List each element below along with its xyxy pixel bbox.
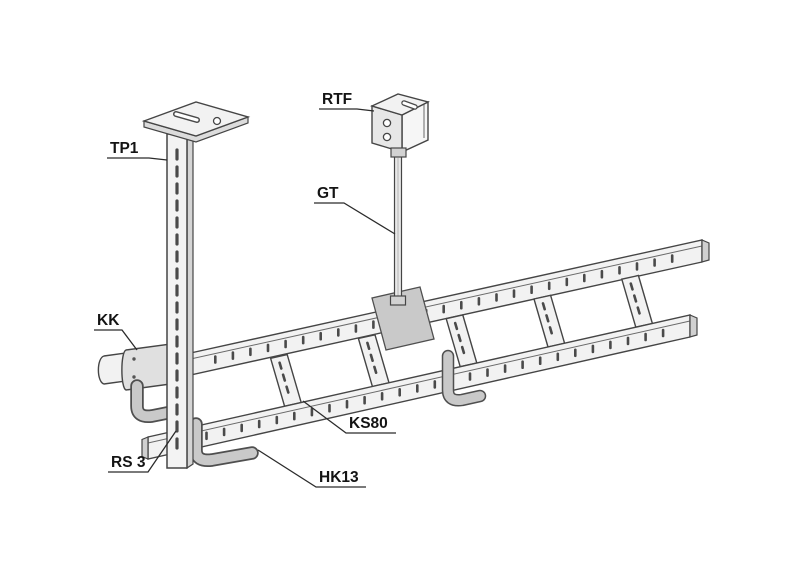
label-text: HK13 — [319, 469, 359, 486]
label-tp1: TP1 — [107, 140, 168, 161]
label-text: KS80 — [349, 415, 388, 432]
label-text: KK — [97, 312, 120, 329]
leader-line — [319, 108, 375, 112]
plate-round-hole — [212, 116, 222, 126]
label-hk13: HK13 — [257, 449, 366, 488]
gt-threaded-rod — [389, 155, 407, 306]
back-rail-flange-line — [185, 245, 703, 361]
hk13-hook — [132, 381, 177, 422]
back-rail-end-cap — [701, 239, 710, 263]
leader-line — [302, 400, 396, 434]
label-rtf: RTF — [319, 91, 375, 112]
rung-perforations — [278, 282, 641, 394]
sleeve-rivet — [132, 375, 136, 379]
label-text: RTF — [322, 91, 352, 108]
front-rail-left-cap — [141, 436, 149, 460]
hk13-hooks — [130, 349, 487, 468]
strut-side-face — [186, 129, 194, 470]
label-rs3: RS 3 — [108, 430, 177, 473]
rtf-ceiling-bracket — [370, 93, 430, 158]
leader-line — [94, 329, 138, 351]
hk13-hook — [443, 351, 485, 406]
label-gt: GT — [314, 185, 396, 235]
rod-top-nut — [390, 147, 407, 158]
sleeve-rivet — [132, 357, 136, 361]
bracket-top-face — [370, 93, 430, 116]
front-rail-flange-line — [147, 320, 691, 444]
label-text: TP1 — [110, 140, 139, 157]
rod-clamp-plate — [371, 286, 435, 351]
label-text: GT — [317, 185, 339, 202]
bracket-top-slot-inner — [402, 101, 417, 109]
leader-line — [107, 157, 168, 161]
ceiling-plate — [141, 101, 251, 143]
label-text: RS 3 — [111, 454, 146, 471]
plate-slot-hole-inner — [174, 112, 199, 122]
hk13-hook — [191, 419, 257, 466]
leader-line — [108, 430, 177, 473]
label-kk: KK — [94, 312, 138, 351]
leader-line — [257, 449, 366, 488]
leader-line — [314, 202, 396, 235]
bracket-hole — [382, 132, 392, 142]
bracket-hole — [382, 118, 392, 128]
tp1-strut — [166, 129, 194, 470]
back-side-rail — [185, 239, 710, 377]
ladder-rungs — [269, 274, 654, 408]
front-rail-end-cap — [689, 314, 698, 338]
rod-bottom-nut — [389, 295, 407, 306]
label-ks80: KS80 — [302, 400, 396, 434]
